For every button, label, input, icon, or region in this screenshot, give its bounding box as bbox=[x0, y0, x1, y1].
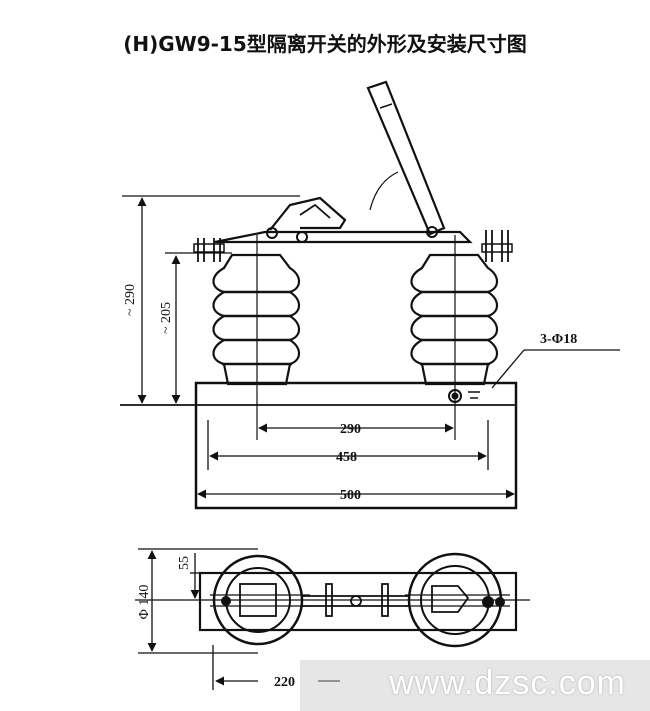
dim-500-horizontal bbox=[195, 489, 515, 508]
top-view-shaft bbox=[302, 583, 410, 617]
top-view-right-insulator bbox=[405, 552, 510, 648]
label-height-total: ~ 290 bbox=[123, 284, 138, 316]
label-span-500: 500 bbox=[340, 488, 361, 503]
mount-holes-leader bbox=[491, 349, 620, 389]
diagram-title: (H)GW9-15型隔离开关的外形及安装尺寸图 bbox=[123, 32, 527, 56]
label-span-458: 458 bbox=[336, 450, 357, 465]
left-insulator bbox=[212, 235, 301, 440]
dim-458-horizontal bbox=[207, 420, 489, 470]
dim-205-vertical bbox=[165, 252, 232, 404]
top-view-left-insulator bbox=[210, 554, 310, 646]
dim-220-horizontal bbox=[212, 645, 340, 690]
ground-terminal bbox=[448, 389, 480, 403]
label-offset-55: 55 bbox=[177, 556, 192, 570]
dim-140-vertical bbox=[138, 548, 258, 654]
label-span-290: 290 bbox=[340, 422, 361, 437]
watermark-band bbox=[300, 660, 650, 711]
dim-55-vertical bbox=[190, 553, 200, 599]
dim-290-vertical bbox=[122, 195, 300, 404]
watermark-text: www.dzsc.com bbox=[389, 664, 626, 702]
label-depth-140: Φ 140 bbox=[137, 585, 152, 620]
blade-assembly bbox=[193, 80, 513, 262]
base-plate bbox=[120, 381, 518, 510]
label-height-insulator: ~ 205 bbox=[159, 302, 174, 334]
label-span-220: 220 bbox=[274, 675, 295, 690]
label-mount-holes: 3-Φ18 bbox=[540, 332, 577, 347]
right-insulator bbox=[410, 235, 499, 440]
